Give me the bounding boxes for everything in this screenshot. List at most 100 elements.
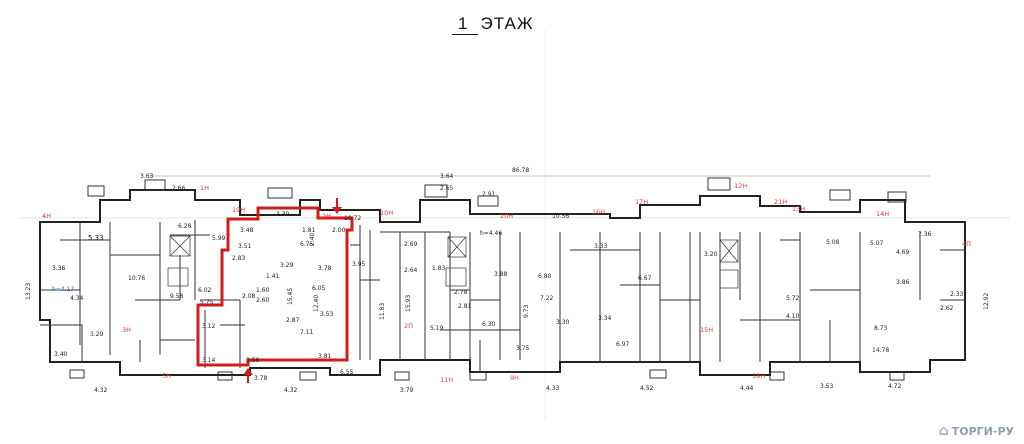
dimension-label: 2П (404, 322, 413, 330)
dimension-label: 2.62 (940, 305, 954, 312)
dimension-label: 7.22 (540, 295, 554, 302)
dimension-label: 3.79 (400, 387, 414, 394)
dimension-label: 5.75 (200, 299, 214, 306)
dimension-label: 2.60 (256, 297, 270, 304)
dimension-label: 8.73 (874, 325, 888, 332)
dimension-label: 2.69 (404, 241, 418, 248)
dimension-label: 2.33 (950, 291, 964, 298)
dimension-label: 17Н (635, 198, 648, 206)
dimension-label: 3.36 (52, 265, 66, 272)
dimension-label: 2.66 (172, 185, 186, 192)
dimension-label: 5.07 (870, 240, 884, 247)
dimension-label: 14.78 (872, 347, 889, 354)
dimension-label: 3.20 (704, 251, 718, 258)
dimension-label: 5Н (162, 372, 171, 380)
dimension-label: 3.29 (280, 262, 294, 269)
dimension-label: 3.81 (318, 353, 332, 360)
dimension-label: 7.11 (300, 329, 314, 336)
dimension-label: 4.44 (740, 385, 754, 392)
dimension-label: 10.72 (344, 215, 361, 222)
dimension-label: 2.64 (404, 267, 418, 274)
dimension-label: 3.88 (494, 271, 508, 278)
dimension-label: 3Н (122, 326, 131, 334)
dimension-label: 3.63 (140, 173, 154, 180)
dimension-label: 6.80 (538, 273, 552, 280)
dimension-label: 2.83 (232, 255, 246, 262)
dimension-label: 5.33 (88, 234, 104, 242)
house-icon: ⌂ (938, 423, 949, 439)
dimension-label: 6.75 (300, 241, 314, 248)
dimension-label: 3.14 (202, 357, 216, 364)
dimension-label: 2.40 (309, 232, 316, 246)
dimension-label: 3.34 (598, 315, 612, 322)
dimension-label: 2.00 (332, 227, 346, 234)
dimension-label: 4.32 (94, 387, 108, 394)
dimension-label: 19Н (232, 206, 245, 214)
dimension-label: 10.76 (128, 275, 145, 282)
window-bays (69, 177, 907, 381)
dimension-label: 13.23 (25, 283, 32, 300)
dimension-label: 3.51 (238, 243, 252, 250)
dimension-label: 12Н (734, 182, 747, 190)
dimension-label: h=4.46 (480, 230, 502, 237)
dimension-label: 15.45 (287, 288, 294, 305)
dimension-label: 4.69 (896, 249, 910, 256)
dimension-label: 1.83 (432, 265, 446, 272)
dimension-label: h=4.17 (52, 286, 74, 293)
stairwells (167, 235, 739, 289)
dimension-label: 3.95 (352, 261, 366, 268)
dimension-label: 18Н (752, 372, 765, 380)
dimension-label: 1.81 (302, 227, 316, 234)
dimension-label: 2Н (322, 212, 331, 220)
dimension-label: 11.83 (379, 303, 386, 320)
dimension-label: 2.65 (440, 185, 454, 192)
inner-walls (40, 220, 965, 372)
dimension-label: 2.08 (242, 293, 256, 300)
dimension-label: 1.60 (256, 287, 270, 294)
dimension-label: 3.56 (246, 357, 260, 364)
dimension-label: 11Н (440, 376, 453, 384)
overall-dimension: 86.78 (512, 167, 529, 174)
dimension-label: 6.55 (340, 369, 354, 376)
dimension-label: 1Н (200, 184, 209, 192)
dimension-label: 5.19 (430, 325, 444, 332)
dimension-label: 2.91 (482, 191, 496, 198)
dimension-label: 6.02 (198, 287, 212, 294)
dimension-label: 20Н (500, 212, 513, 220)
dimension-label: 4.32 (284, 387, 298, 394)
entrance-arrow-icon (332, 198, 342, 214)
dimension-label: 16Н (592, 208, 605, 216)
dimension-label: 6.30 (482, 321, 496, 328)
dimension-label: 7.36 (918, 231, 932, 238)
watermark-text: ТОРГИ-РУ (951, 424, 1014, 438)
dimension-label: 21Н (774, 198, 787, 206)
dimension-label: 9.58 (170, 293, 184, 300)
dimension-label: 2.87 (286, 317, 300, 324)
dimension-label: 10.56 (552, 213, 569, 220)
dimension-label: 3.12 (202, 323, 216, 330)
dimension-label: 3.48 (240, 227, 254, 234)
dimension-label: 3.33 (594, 243, 608, 250)
dimension-label: 6.28 (178, 223, 192, 230)
dimension-label: 12.92 (983, 293, 990, 310)
dimension-label: 6.05 (312, 285, 326, 292)
highlighted-premises (196, 206, 354, 367)
dimension-label: 3.53 (320, 311, 334, 318)
dimension-label: 6.67 (638, 275, 652, 282)
dimension-label: 15.93 (405, 295, 412, 312)
dimension-label: 3.53 (820, 383, 834, 390)
dimension-label: 3.40 (54, 351, 68, 358)
dimension-label: 10Н (380, 209, 393, 217)
dimension-label: 4П (962, 240, 971, 248)
floor-label: ЭТАЖ (480, 14, 534, 33)
dimension-label: 3.86 (896, 279, 910, 286)
dimension-label: 4.10 (786, 313, 800, 320)
dimension-label: 5.08 (826, 239, 840, 246)
dimension-label: 3.75 (516, 345, 530, 352)
room-labels: 3.63 2.66 3.64 2.65 2.91 1Н 4Н 19Н 2Н 10… (25, 173, 990, 394)
dimension-label: 4Н (42, 212, 51, 220)
dimension-label: 4.34 (70, 295, 84, 302)
dimension-label: 3.30 (276, 211, 290, 218)
